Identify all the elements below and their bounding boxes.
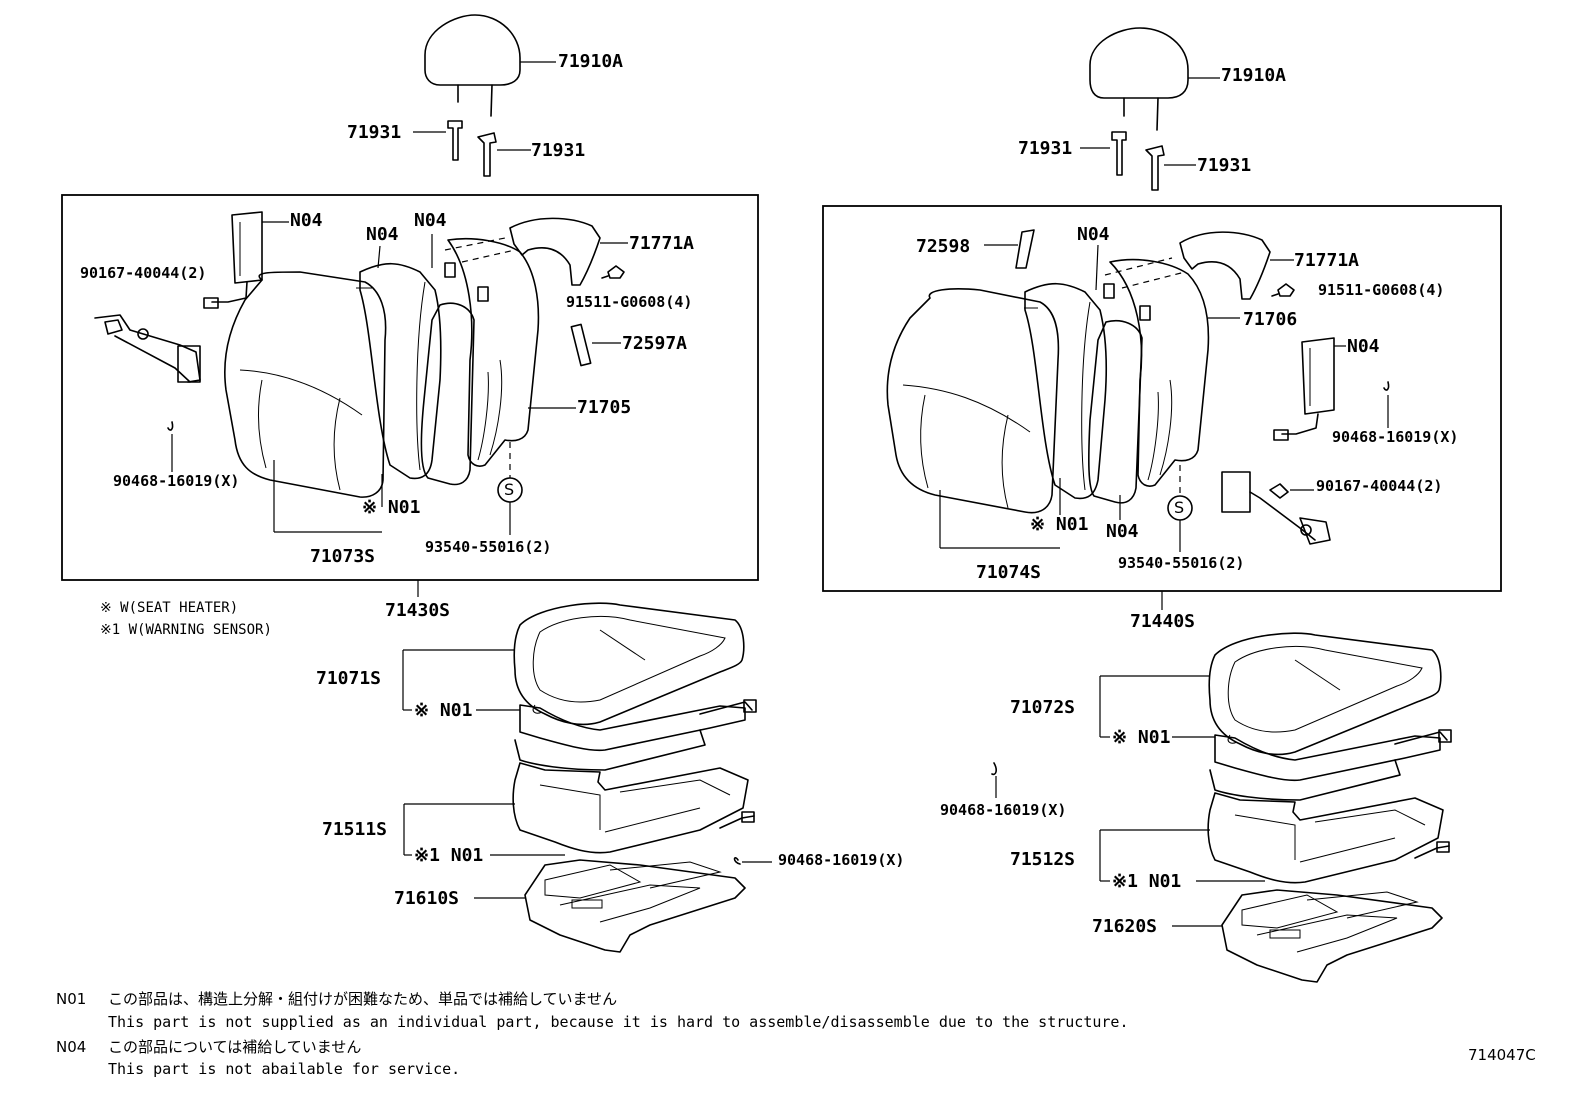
label-71073s[interactable]: 71073S <box>310 546 376 567</box>
label-93540-left[interactable]: 93540-55016(2) <box>425 538 552 556</box>
label-71610s[interactable]: 71610S <box>394 888 460 909</box>
label-n01-right-cover[interactable]: ※ N01 <box>1030 514 1089 535</box>
right-cushion <box>1099 632 1452 983</box>
label-90167-right[interactable]: 90167-40044(2) <box>1316 477 1443 495</box>
label-71706[interactable]: 71706 <box>1243 309 1298 330</box>
label-n04-left-airbag[interactable]: N04 <box>290 210 323 231</box>
footnote-n01-en: This part is not supplied as an individu… <box>108 1013 1129 1031</box>
label-90468-left-cushion[interactable]: 90468-16019(X) <box>778 851 905 869</box>
label-71705[interactable]: 71705 <box>577 397 632 418</box>
label-71771a-right[interactable]: 71771A <box>1294 250 1360 271</box>
label-90468-right-back[interactable]: 90468-16019(X) <box>1332 428 1459 446</box>
label-n01-right-cushion[interactable]: ※ N01 <box>1112 727 1171 748</box>
label-71620s[interactable]: 71620S <box>1092 916 1158 937</box>
label-71771a-left[interactable]: 71771A <box>629 233 695 254</box>
label-n01-left-cushion[interactable]: ※ N01 <box>414 700 473 721</box>
label-71071s[interactable]: 71071S <box>316 668 382 689</box>
footnote-n04-en: This part is not abailable for service. <box>108 1060 461 1078</box>
right-seatback-parts <box>886 229 1390 552</box>
label-n04-left-pad[interactable]: N04 <box>414 210 447 231</box>
label-91511-left[interactable]: 91511-G0608(4) <box>566 293 693 311</box>
right-headrest <box>1089 27 1220 131</box>
label-93540-right[interactable]: 93540-55016(2) <box>1118 554 1245 572</box>
label-71931-left-b[interactable]: 71931 <box>531 140 586 161</box>
label-n04-right-airbag[interactable]: N04 <box>1347 336 1380 357</box>
legend-warning-sensor: ※1 W(WARNING SENSOR) <box>100 622 272 638</box>
left-headrest <box>424 14 556 117</box>
label-91511-right[interactable]: 91511-G0608(4) <box>1318 281 1445 299</box>
footnote-n04-jp: この部品については補給していません <box>108 1038 362 1056</box>
label-n01-left-pad[interactable]: ※1 N01 <box>414 845 484 866</box>
label-71511s[interactable]: 71511S <box>322 819 388 840</box>
label-71910a-left[interactable]: 71910A <box>558 51 624 72</box>
left-seatback-box <box>61 194 759 581</box>
label-71512s[interactable]: 71512S <box>1010 849 1076 870</box>
left-guides <box>413 120 531 177</box>
left-cushion <box>402 602 772 953</box>
label-n04-left-cover[interactable]: N04 <box>366 224 399 245</box>
label-71440s[interactable]: 71440S <box>1130 611 1196 632</box>
label-90468-right-standalone[interactable]: 90468-16019(X) <box>940 801 1067 819</box>
s-mark-left: S <box>504 480 515 499</box>
label-71072s[interactable]: 71072S <box>1010 697 1076 718</box>
label-71931-left-a[interactable]: 71931 <box>347 122 402 143</box>
legend-seat-heater: ※ W(SEAT HEATER) <box>100 600 239 616</box>
label-71931-right-b[interactable]: 71931 <box>1197 155 1252 176</box>
label-n04-right-frame[interactable]: N04 <box>1106 521 1139 542</box>
s-mark-right: S <box>1174 498 1185 517</box>
label-72598[interactable]: 72598 <box>916 236 971 257</box>
label-90468-left-back[interactable]: 90468-16019(X) <box>113 472 240 490</box>
figure-id: 714047C <box>1468 1046 1536 1064</box>
footnote-n01-code: N01 <box>56 990 87 1008</box>
label-n01-left-cover[interactable]: ※ N01 <box>362 497 421 518</box>
left-seatback-parts <box>94 211 628 535</box>
label-71931-right-a[interactable]: 71931 <box>1018 138 1073 159</box>
label-n01-right-pad[interactable]: ※1 N01 <box>1112 871 1182 892</box>
label-71910a-right[interactable]: 71910A <box>1221 65 1287 86</box>
right-guides <box>1080 131 1196 191</box>
right-clip-standalone <box>991 762 997 798</box>
label-72597a[interactable]: 72597A <box>622 333 688 354</box>
footnote-n01-jp: この部品は、構造上分解・組付けが困難なため、単品では補給していません <box>108 990 618 1008</box>
label-71074s[interactable]: 71074S <box>976 562 1042 583</box>
label-n04-right-pad[interactable]: N04 <box>1077 224 1110 245</box>
footnote-n04-code: N04 <box>56 1038 87 1056</box>
label-90167-left[interactable]: 90167-40044(2) <box>80 264 207 282</box>
label-71430s[interactable]: 71430S <box>385 600 451 621</box>
